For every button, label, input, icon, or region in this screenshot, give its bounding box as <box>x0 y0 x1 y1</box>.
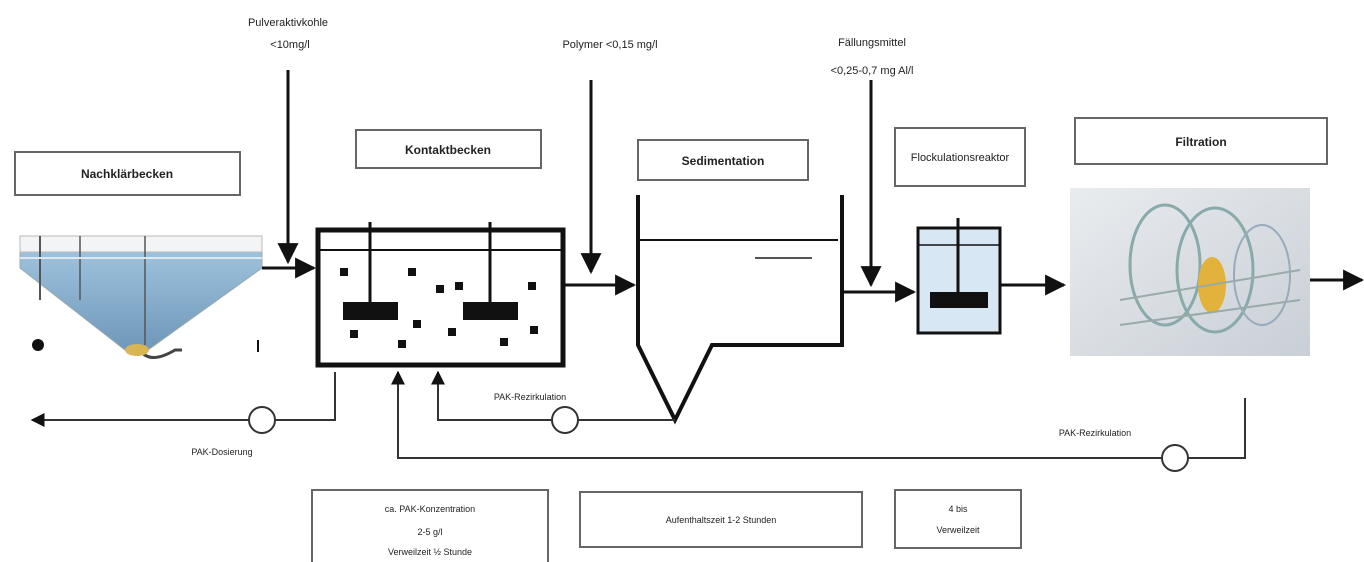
pac-recirculation-1-label: PAK-Rezirkulation <box>494 392 566 402</box>
pump-icon <box>551 406 579 434</box>
info-residence-time-text: Aufenthaltszeit 1-2 Stunden <box>666 515 777 525</box>
pac-recirculation-1-line <box>431 370 675 434</box>
agitator-blade-1 <box>343 302 398 320</box>
label-secondary-clarifier: Nachklärbecken <box>14 151 241 196</box>
pump-icon <box>248 406 276 434</box>
flocculation-label: Flockulationsreaktor <box>911 152 1010 164</box>
contact-basin <box>315 222 566 368</box>
secondary-clarifier-label: Nachklärbecken <box>81 167 173 181</box>
label-sedimentation: Sedimentation <box>637 139 809 181</box>
secondary-clarifier-image <box>19 235 263 359</box>
polymer-dose-label: Polymer <0,15 mg/l <box>562 39 657 51</box>
flocculation-reactor <box>916 218 1002 335</box>
pac-recirculation-2-line <box>391 370 1246 472</box>
label-flocculation: Flockulationsreaktor <box>894 127 1026 187</box>
pac-dose-value: <10mg/l <box>270 39 309 51</box>
agitator-blade-2 <box>463 302 518 320</box>
pac-recirculation-2-label: PAK-Rezirkulation <box>1059 428 1131 438</box>
label-filtration: Filtration <box>1074 117 1328 165</box>
info-pac-concentration-title: ca. PAK-Konzentration <box>385 504 475 514</box>
info-flocculation-time-line2: Verweilzeit <box>936 525 980 535</box>
precipitant-dose-value: <0,25-0,7 mg Al/l <box>831 65 914 77</box>
filtration-label: Filtration <box>1175 135 1226 149</box>
info-box-residence-time: Aufenthaltszeit 1-2 Stunden <box>579 491 863 548</box>
contact-basin-label: Kontaktbecken <box>405 143 491 157</box>
pac-dosing-line <box>30 372 336 434</box>
info-pac-concentration-value: 2-5 g/l <box>417 527 442 537</box>
info-box-flocculation-time: 4 bis Verweilzeit <box>894 489 1022 549</box>
precipitant-label: Fällungsmittel <box>838 37 906 49</box>
pac-dosing-line-label: PAK-Dosierung <box>191 447 252 457</box>
pac-dosing-label: Pulveraktivkohle <box>248 17 328 29</box>
info-box-pac-concentration: ca. PAK-Konzentration 2-5 g/l Verweilzei… <box>311 489 549 562</box>
info-flocculation-time-line1: 4 bis <box>948 504 968 514</box>
filtration-unit-image <box>1070 188 1310 356</box>
label-contact-basin: Kontaktbecken <box>355 129 542 169</box>
info-retention-time: Verweilzeit ½ Stunde <box>388 547 472 557</box>
sedimentation-label: Sedimentation <box>682 154 765 168</box>
sedimentation-tank <box>636 195 844 425</box>
pump-icon <box>1161 444 1189 472</box>
